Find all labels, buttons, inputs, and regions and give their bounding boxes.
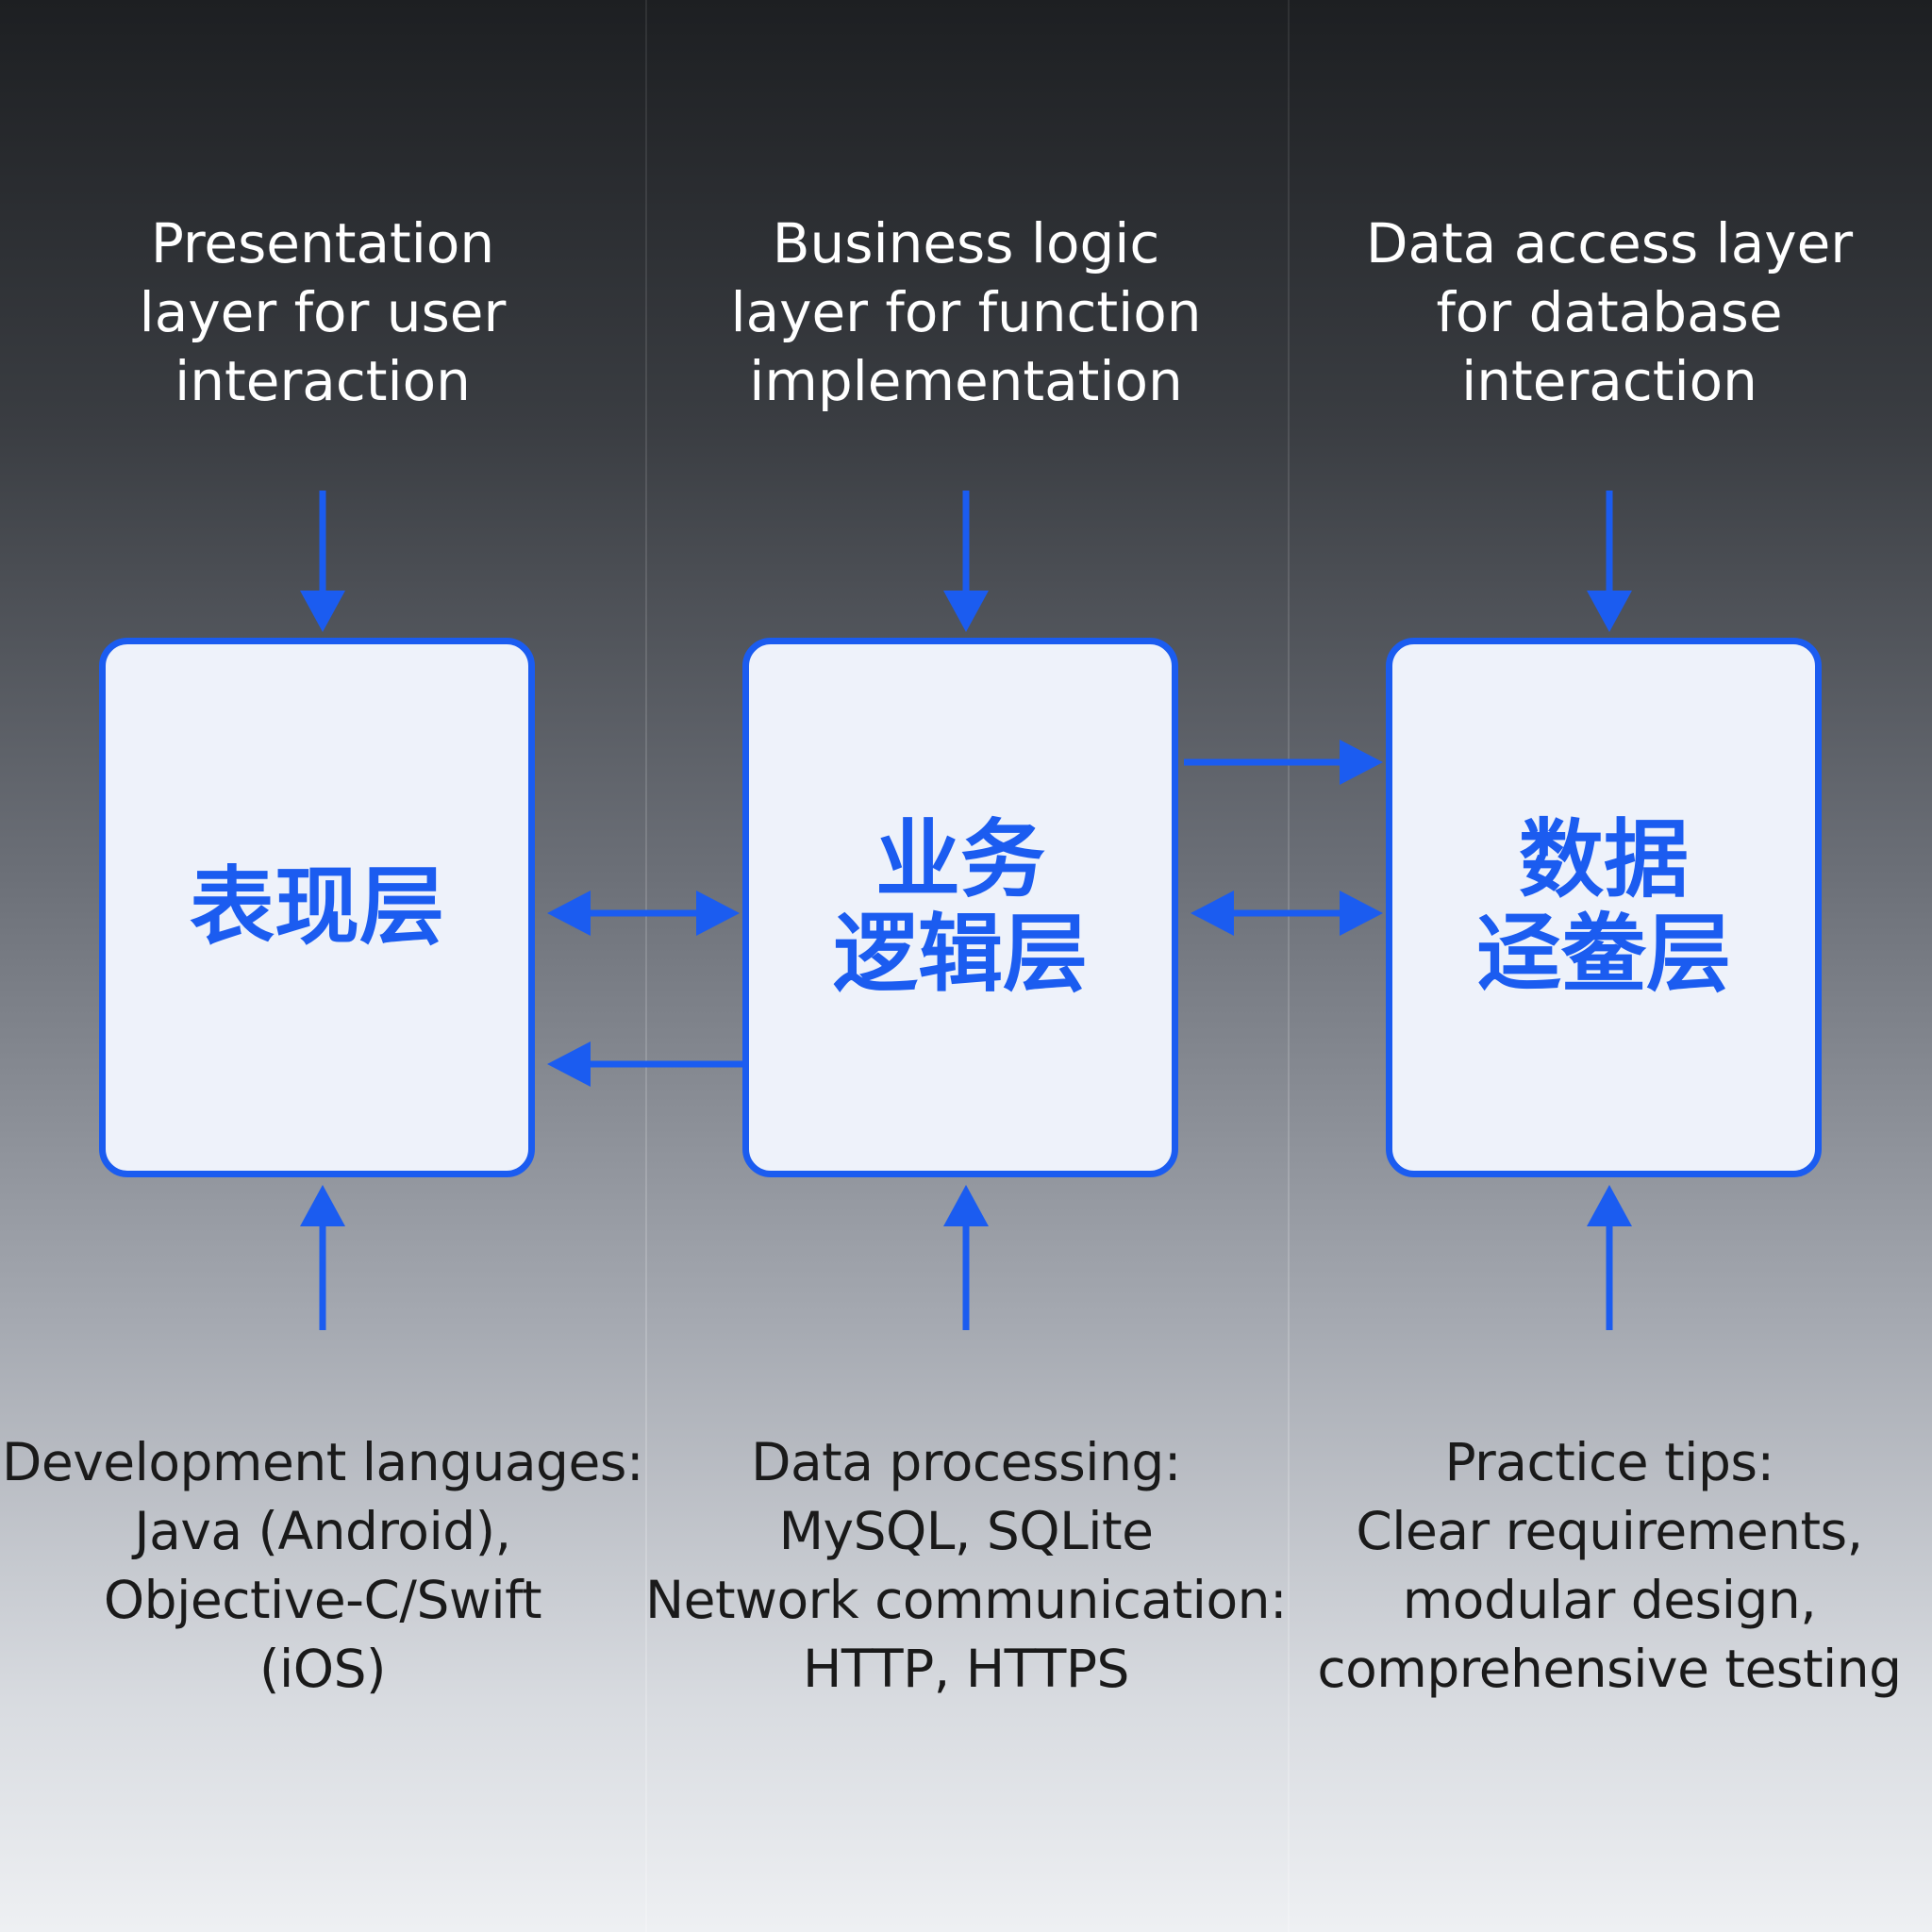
business-layer-description: Business logic layer for function implem… [730,211,1202,413]
presentation-layer-title: 表现层 [190,858,444,957]
arrowhead-bd2-right [1340,891,1383,936]
arrowhead-presentation-bottom [300,1185,345,1226]
arrowhead-pb-left [547,891,591,936]
business-layer-title: 业务 逻辑层 [833,810,1088,1004]
presentation-layer-description: Presentation layer for user interaction [139,211,507,413]
business-layer-box: 业务 逻辑层 [742,638,1178,1177]
presentation-layer-box: 表现层 [99,638,535,1177]
arrowhead-bp-left [547,1041,591,1087]
data-layer-description: Data access layer for database interacti… [1365,211,1854,413]
data-layer-box: 数据 迳鲞层 [1386,638,1822,1177]
column-divider-left [645,0,647,1932]
column-divider-right [1288,0,1290,1932]
presentation-layer-notes: Development languages: Java (Android), O… [2,1432,644,1699]
arrowhead-bd2-left [1191,891,1234,936]
arrowhead-pb-right [696,891,740,936]
data-layer-title: 数据 迳鲞层 [1476,810,1731,1004]
business-layer-notes: Data processing: MySQL, SQLite Network c… [645,1432,1288,1699]
arrowhead-business-top [943,591,989,632]
arrowhead-data-bottom [1587,1185,1632,1226]
arrowhead-presentation-top [300,591,345,632]
arrowhead-bd-right [1340,740,1383,785]
arrowhead-data-top [1587,591,1632,632]
arrowhead-business-bottom [943,1185,989,1226]
data-layer-notes: Practice tips: Clear requirements, modul… [1317,1432,1902,1699]
